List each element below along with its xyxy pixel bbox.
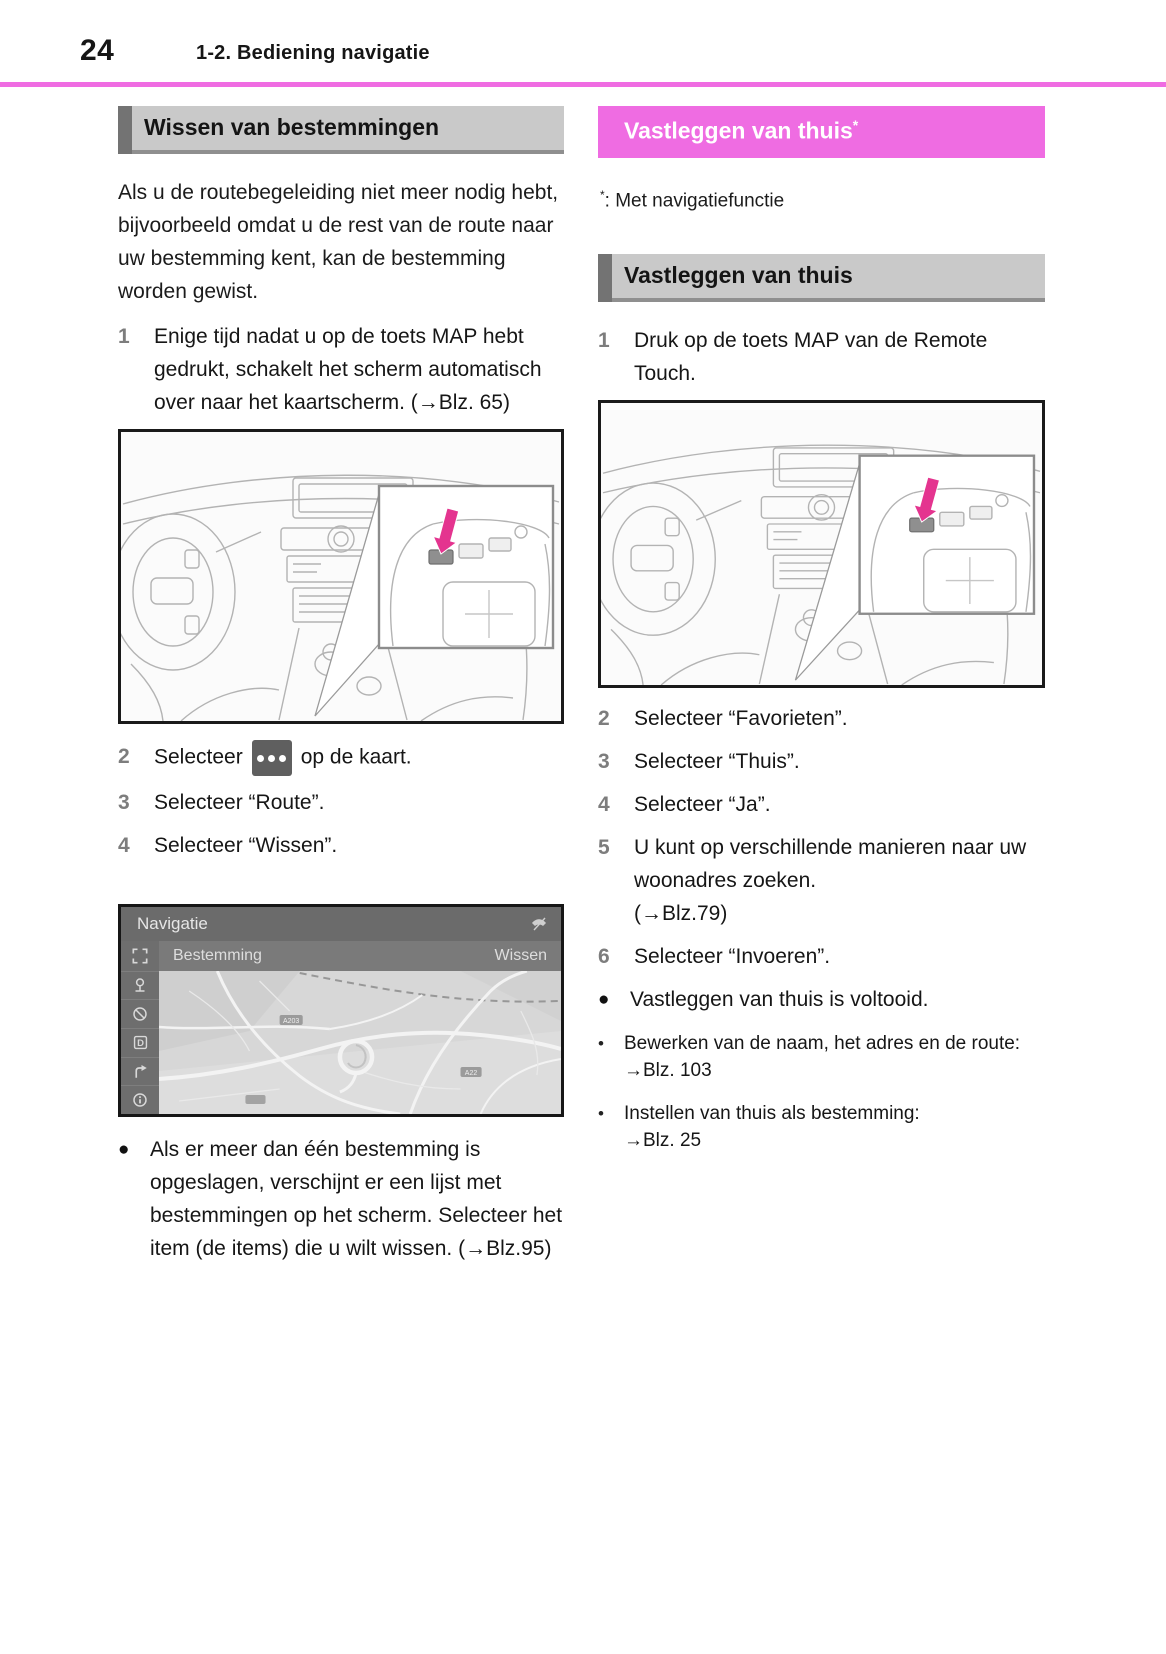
expand-icon bbox=[121, 941, 159, 971]
nav-title-bar: Navigatie bbox=[121, 907, 561, 941]
footnote: *: Met navigatiefunctie bbox=[600, 182, 1045, 214]
footnote-mark: * bbox=[600, 187, 605, 202]
dashboard-line-art bbox=[601, 403, 1042, 685]
step-3-right: 3 Selecteer “Thuis”. bbox=[598, 745, 1045, 778]
step-text: U kunt op verschillende manieren naar uw… bbox=[634, 831, 1045, 930]
info-icon bbox=[121, 1085, 159, 1114]
note-text: Bewerken van de naam, het adres en de ro… bbox=[624, 1032, 1021, 1081]
step-text-main: U kunt op verschillende manieren naar uw… bbox=[634, 835, 1027, 892]
step-1-right: 1 Druk op de toets MAP van de Remote Tou… bbox=[598, 324, 1045, 390]
map-graphic: A203 A22 bbox=[159, 971, 561, 1114]
step-number: 5 bbox=[598, 835, 610, 859]
bullet-text: Als er meer dan één bestemming is opgesl… bbox=[150, 1138, 563, 1260]
step-1-left: 1 Enige tijd nadat u op de toets MAP heb… bbox=[118, 320, 564, 419]
banner-label: Vastleggen van thuis bbox=[624, 117, 853, 144]
dashboard-illustration-left bbox=[118, 429, 564, 724]
step-number: 2 bbox=[598, 706, 610, 730]
road-badge-1: A203 bbox=[283, 1018, 299, 1025]
left-column: Wissen van bestemmingen Als u de routebe… bbox=[118, 106, 564, 1275]
step-number: 6 bbox=[598, 944, 610, 968]
pink-title-banner: Vastleggen van thuis* bbox=[598, 106, 1045, 158]
step-number: 3 bbox=[118, 791, 130, 814]
page-number: 24 bbox=[80, 34, 115, 67]
prohibit-icon bbox=[121, 999, 159, 1028]
header-rule bbox=[0, 82, 1166, 87]
step-number: 2 bbox=[118, 745, 130, 768]
step-page-ref: (→Blz.79) bbox=[634, 901, 728, 925]
step-5-right: 5 U kunt op verschillende manieren naar … bbox=[598, 831, 1045, 930]
nav-body: D Bestemm bbox=[121, 941, 561, 1114]
step-2-right: 2 Selecteer “Favorieten”. bbox=[598, 702, 1045, 735]
step-number: 4 bbox=[118, 834, 130, 857]
bullet-dot: ● bbox=[118, 1139, 130, 1160]
step-number: 1 bbox=[118, 325, 130, 348]
dashboard-illustration-right bbox=[598, 399, 1045, 688]
section-heading-label: Wissen van bestemmingen bbox=[144, 114, 440, 140]
step-text: Selecteer “Ja”. bbox=[634, 792, 771, 816]
step-number: 3 bbox=[598, 749, 610, 773]
bullet-note-left: ● Als er meer dan één bestemming is opge… bbox=[118, 1133, 564, 1265]
note-dot: • bbox=[598, 1103, 604, 1123]
section-heading-wissen: Wissen van bestemmingen bbox=[118, 106, 564, 154]
footnote-text: : Met navigatiefunctie bbox=[604, 189, 785, 211]
phone-icon bbox=[532, 917, 546, 931]
section-breadcrumb: 1-2. Bediening navigatie bbox=[196, 42, 430, 64]
step-text: Selecteer “Favorieten”. bbox=[634, 706, 848, 730]
route-arrow-icon bbox=[121, 1056, 159, 1086]
heading-accent-bar bbox=[598, 253, 612, 302]
step-2-left: 2 Selecteer op de kaart. bbox=[118, 740, 564, 776]
step-number: 1 bbox=[598, 328, 610, 352]
step-text: Selecteer “Route”. bbox=[154, 791, 325, 814]
section-heading-vastleggen: Vastleggen van thuis bbox=[598, 253, 1045, 302]
nav-title: Navigatie bbox=[137, 914, 208, 933]
nav-tab-bestemming: Bestemming bbox=[173, 947, 262, 964]
step-text: Selecteer “Invoeren”. bbox=[634, 944, 831, 968]
nav-main-area: Bestemming Wissen bbox=[159, 941, 561, 1114]
nav-sidebar: D bbox=[121, 941, 159, 1114]
letter-d-icon: D bbox=[121, 1027, 159, 1057]
step-text: Selecteer “Thuis”. bbox=[634, 749, 800, 773]
bullet-text: Vastleggen van thuis is voltooid. bbox=[630, 987, 929, 1011]
step-text: Selecteer “Wissen”. bbox=[154, 834, 338, 857]
note-page-ref: →Blz. 25 bbox=[624, 1129, 702, 1151]
step-text: Selecteer op de kaart. bbox=[154, 740, 564, 776]
svg-text:D: D bbox=[137, 1038, 144, 1049]
step-text: Druk op de toets MAP van de Remote Touch… bbox=[634, 328, 988, 385]
nav-tab-wissen: Wissen bbox=[494, 947, 547, 964]
step-3-left: 3 Selecteer “Route”. bbox=[118, 786, 564, 819]
poi-pin-icon bbox=[121, 970, 159, 1000]
bullet-note-right: ● Vastleggen van thuis is voltooid. bbox=[598, 983, 1045, 1016]
heading-accent-bar bbox=[118, 106, 132, 154]
note-dot: • bbox=[598, 1033, 604, 1053]
step-4-left: 4 Selecteer “Wissen”. bbox=[118, 829, 564, 862]
step-text-pre: Selecteer bbox=[154, 745, 243, 769]
note-text-main: Instellen van thuis als bestemming: bbox=[624, 1102, 920, 1124]
step-number: 4 bbox=[598, 792, 610, 816]
section-heading-label: Vastleggen van thuis bbox=[624, 261, 853, 288]
step-4-right: 4 Selecteer “Ja”. bbox=[598, 788, 1045, 821]
banner-asterisk: * bbox=[852, 117, 859, 133]
right-column: Vastleggen van thuis* *: Met navigatiefu… bbox=[598, 106, 1045, 1170]
step-text-post: op de kaart. bbox=[300, 745, 412, 769]
sub-note-1: • Bewerken van de naam, het adres en de … bbox=[598, 1030, 1045, 1084]
nav-subbar: Bestemming Wissen bbox=[159, 941, 561, 971]
step-text: Enige tijd nadat u op de toets MAP hebt … bbox=[154, 325, 542, 414]
road-badge-2: A22 bbox=[465, 1070, 478, 1077]
more-dots-icon bbox=[251, 740, 292, 776]
dashboard-line-art bbox=[121, 432, 561, 721]
nav-screenshot-figure: Navigatie bbox=[118, 904, 564, 1117]
note-text: Instellen van thuis als bestemming: →Blz… bbox=[624, 1100, 1045, 1154]
intro-paragraph: Als u de routebegeleiding niet meer nodi… bbox=[118, 181, 559, 303]
step-6-right: 6 Selecteer “Invoeren”. bbox=[598, 940, 1045, 973]
sub-note-2: • Instellen van thuis als bestemming: →B… bbox=[598, 1100, 1045, 1154]
bullet-dot: ● bbox=[598, 988, 610, 1010]
